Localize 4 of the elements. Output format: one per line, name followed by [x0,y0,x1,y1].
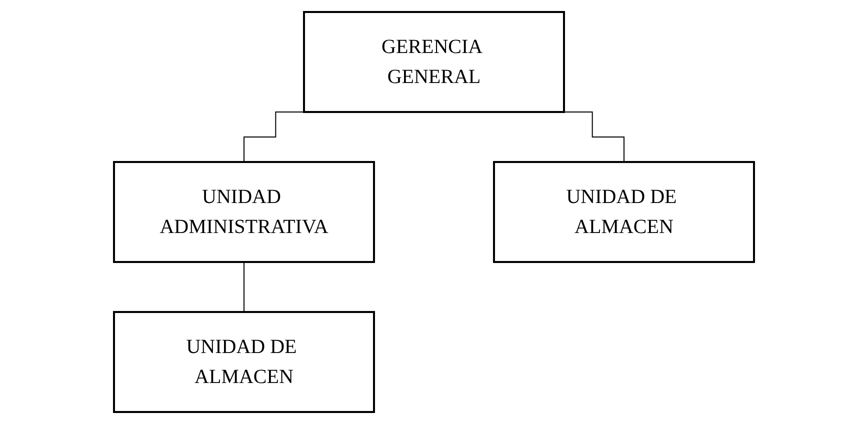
node-box: UNIDAD DE ALMACEN [493,160,755,262]
node-box: GERENCIA GENERAL [303,10,565,112]
node-box: UNIDAD DE ALMACEN [113,310,375,412]
node-box: UNIDAD ADMINISTRATIVA [113,160,375,262]
